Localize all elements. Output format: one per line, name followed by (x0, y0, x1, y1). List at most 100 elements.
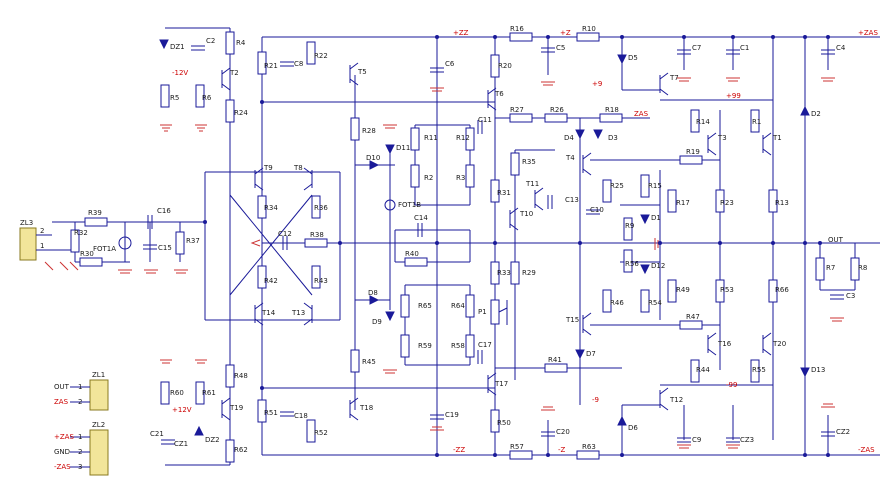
label-c4: C4 (836, 44, 846, 52)
capacitor-labels: C1 C2 C3 C4 C5 C6 C7 C8 C9 C10 C11 C12 C… (150, 37, 855, 448)
label-t16: T16 (717, 340, 732, 348)
zl2-pin1-num: 1 (78, 433, 82, 441)
label-fot1a: FOT1A (93, 245, 116, 253)
label-pos-99: +99 (726, 92, 741, 100)
resistor-labels: R1 R2 R3 R4 R5 R6 R7 R8 R9 R10 R11 R12 R… (74, 25, 867, 454)
label-r17: R17 (676, 199, 690, 207)
label-neg-12v: -12V (172, 69, 188, 77)
label-d3: D3 (608, 134, 618, 142)
label-r57: R57 (510, 443, 524, 451)
label-r22: R22 (314, 52, 328, 60)
label-r55: R55 (752, 366, 766, 374)
label-r11: R11 (424, 134, 438, 142)
zl3-pin2-num: 2 (40, 227, 44, 235)
connector-labels: ZL3 2 1 ZL1 OUT 1 ZAS 2 ZL2 +ZAS 1 GND 2… (20, 219, 105, 471)
junction-dots (203, 35, 830, 457)
label-r60: R60 (170, 389, 184, 397)
label-r14: R14 (696, 118, 710, 126)
label-zas-mid: ZAS (634, 110, 649, 118)
label-r25: R25 (610, 182, 624, 190)
label-r28: R28 (362, 127, 376, 135)
label-t7: T7 (669, 74, 679, 82)
label-r35: R35 (522, 158, 536, 166)
label-d1: D1 (651, 214, 661, 222)
label-p1: P1 (478, 308, 487, 316)
label-d8: D8 (368, 289, 378, 297)
zl3-ref: ZL3 (20, 219, 33, 227)
label-t17: T17 (494, 380, 508, 388)
label-r39: R39 (88, 209, 102, 217)
label-r44: R44 (696, 366, 710, 374)
label-c12: C12 (278, 230, 292, 238)
label-r65: R65 (418, 302, 432, 310)
label-r3: R3 (456, 174, 465, 182)
label-cz2: CZ2 (836, 428, 850, 436)
label-r8: R8 (858, 264, 867, 272)
label-r6: R6 (202, 94, 212, 102)
label-r47: R47 (686, 313, 700, 321)
label-pos-z: +Z (560, 29, 571, 37)
zl3-pin1-num: 1 (40, 242, 44, 250)
label-r9: R9 (625, 222, 634, 230)
label-t4: T4 (565, 154, 575, 162)
zl1-pin2-num: 2 (78, 398, 82, 406)
label-r61: R61 (202, 389, 216, 397)
label-r12: R12 (456, 134, 470, 142)
diode-symbols (159, 39, 810, 436)
label-t15: T15 (565, 316, 579, 324)
label-c7: C7 (692, 44, 701, 52)
label-t14: T14 (261, 309, 276, 317)
label-d2: D2 (811, 110, 821, 118)
label-r32: R32 (74, 229, 88, 237)
label-c11: C11 (478, 116, 492, 124)
label-d12: D12 (651, 262, 665, 270)
label-r45: R45 (362, 358, 376, 366)
label-neg-99: -99 (726, 381, 737, 389)
label-r53: R53 (720, 286, 734, 294)
label-t11: T11 (525, 180, 539, 188)
label-r46: R46 (610, 299, 624, 307)
capacitor-symbols (143, 45, 844, 445)
label-t10: T10 (519, 210, 533, 218)
label-t20: T20 (772, 340, 786, 348)
label-r30: R30 (80, 250, 94, 258)
label-r21: R21 (264, 62, 278, 70)
label-t3: T3 (717, 134, 727, 142)
label-c8: C8 (294, 60, 303, 68)
zl1-pin2-name: ZAS (54, 398, 69, 406)
label-neg-zz: -ZZ (453, 446, 465, 454)
rail-labels: +ZZ +Z +ZAS -ZZ -Z -ZAS +9 -9 +99 -99 -1… (172, 29, 878, 454)
label-r63: R63 (582, 443, 596, 451)
label-c14: C14 (414, 214, 428, 222)
label-c20: C20 (556, 428, 570, 436)
label-r50: R50 (497, 419, 511, 427)
label-t5: T5 (357, 68, 367, 76)
zl1-pin1-num: 1 (78, 383, 82, 391)
zl2-pin3-name: -ZAS (54, 463, 71, 471)
transistor-labels: T1 T2 T3 T4 T5 T6 T7 T8 T9 T10 T11 T12 T… (229, 68, 786, 412)
label-c9: C9 (692, 436, 701, 444)
label-r4: R4 (236, 39, 246, 47)
label-c5: C5 (556, 44, 565, 52)
label-c2: C2 (206, 37, 215, 45)
label-t1: T1 (772, 134, 782, 142)
label-c15: C15 (158, 244, 172, 252)
label-r2: R2 (424, 174, 433, 182)
label-r24: R24 (234, 109, 248, 117)
zl2-pin2-num: 2 (78, 448, 82, 456)
label-d9: D9 (372, 318, 382, 326)
label-c21: C21 (150, 430, 164, 438)
label-d6: D6 (628, 424, 638, 432)
label-t13: T13 (291, 309, 305, 317)
label-r15: R15 (648, 182, 662, 190)
label-fot1b: FOT1B (398, 201, 421, 209)
label-c6: C6 (445, 60, 455, 68)
connector-zl3-body (19, 227, 37, 261)
transistor-symbols (221, 62, 772, 421)
label-r29: R29 (522, 269, 536, 277)
label-r1: R1 (752, 118, 761, 126)
cross-wire-b (229, 194, 313, 296)
label-t19: T19 (229, 404, 243, 412)
label-r34: R34 (264, 204, 278, 212)
label-r48: R48 (234, 372, 248, 380)
